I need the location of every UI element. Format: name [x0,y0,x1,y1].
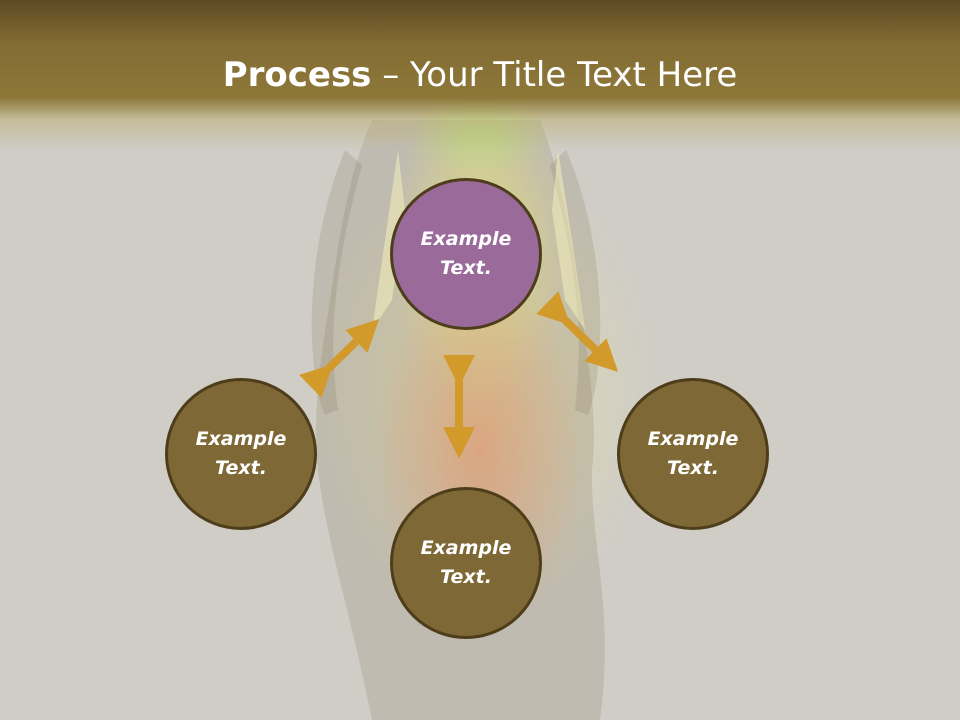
title-rest: – Your Title Text Here [371,55,738,95]
node-top-circle: Example Text. [390,178,542,330]
node-left-label: Example Text. [195,428,287,479]
node-right-circle: Example Text. [617,378,769,530]
node-bottom-circle: Example Text. [390,487,542,639]
page-title: Process – Your Title Text Here [0,50,960,100]
title-bold: Process [222,55,372,95]
double-arrow-top-right [536,291,619,372]
node-right-label: Example Text. [647,428,739,479]
node-top-label: Example Text. [420,228,512,279]
node-bottom-label: Example Text. [420,537,512,588]
node-left-circle: Example Text. [165,378,317,530]
double-arrow-top-left [299,319,380,398]
title-bar [0,0,960,150]
